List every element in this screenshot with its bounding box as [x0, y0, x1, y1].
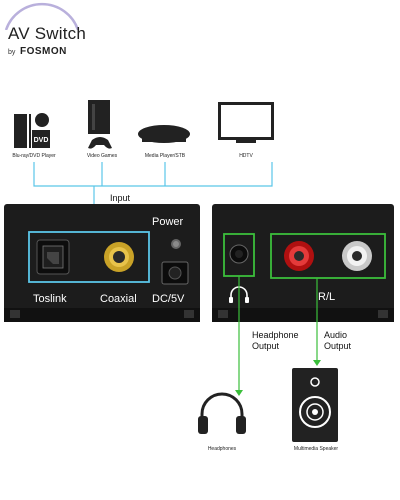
dc-label: DC/5V	[152, 293, 185, 305]
source-label-bluray: Blu-ray/DVD Player	[12, 153, 56, 159]
audio-output-label-line2: Output	[324, 341, 352, 351]
input-label: Input	[110, 193, 131, 203]
coaxial-label: Coaxial	[100, 293, 137, 305]
game-console-icon	[88, 100, 112, 149]
converter-front-panel	[4, 204, 200, 322]
brand-title: AV Switch	[8, 24, 87, 43]
audio-output-label-line1: Audio	[324, 330, 348, 340]
headphones-icon	[198, 392, 246, 434]
speaker-caption: Multimedia Speaker	[293, 446, 339, 452]
converter-back-panel	[212, 204, 394, 322]
headphones-caption: Headphones	[207, 446, 237, 452]
logo-arc	[4, 2, 80, 30]
svg-text:DVD: DVD	[34, 137, 49, 144]
toslink-label: Toslink	[33, 293, 67, 305]
brand-by: by	[8, 49, 16, 56]
headphone-output-label-line1: Headphone	[252, 330, 299, 340]
source-label-hdtv: HDTV	[239, 153, 253, 159]
bluray-dvd-player-icon: DVD	[14, 113, 50, 148]
brand-name: FOSMON	[20, 46, 67, 57]
source-label-video-games: Video Games	[86, 153, 118, 159]
headphone-output-label-line2: Output	[252, 341, 280, 351]
rl-label: R/L	[318, 291, 336, 303]
source-label-media-player: Media Player/STB	[144, 153, 186, 159]
hdtv-icon	[218, 102, 274, 143]
power-label: Power	[152, 216, 184, 228]
media-player-icon	[138, 125, 190, 143]
speaker-icon	[292, 368, 338, 442]
